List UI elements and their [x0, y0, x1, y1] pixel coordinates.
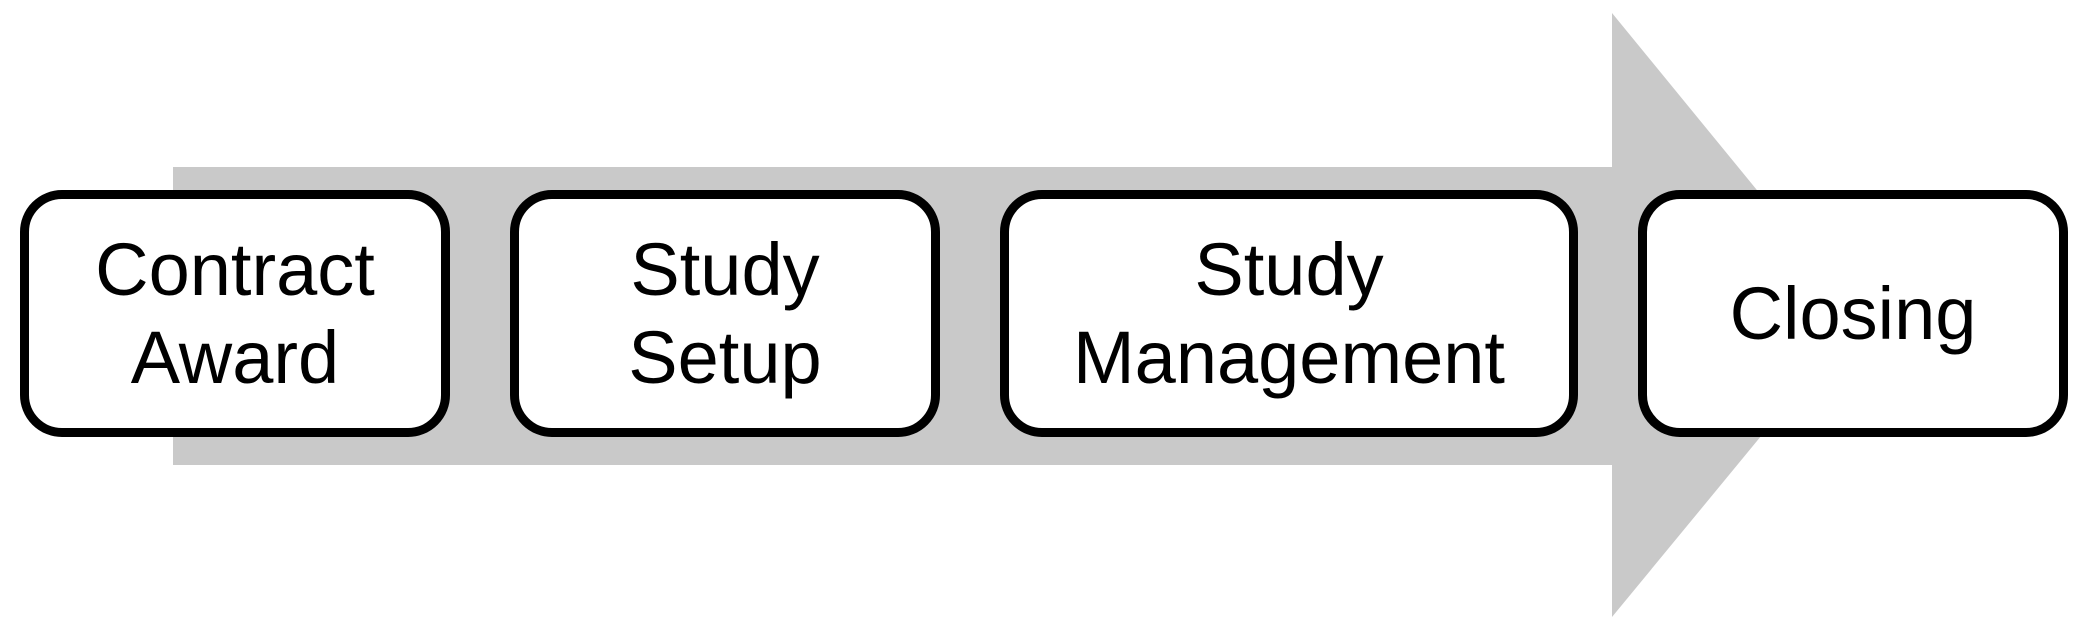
step-label-line: Study: [630, 227, 820, 311]
step-label-line: Management: [1073, 315, 1505, 399]
step-box-closing: Closing: [1638, 190, 2068, 437]
step-label-line: Study: [1194, 227, 1384, 311]
step-label-line: Setup: [628, 315, 822, 399]
step-label-line: Contract: [95, 227, 375, 311]
step-box-study-management: Study Management: [1000, 190, 1578, 437]
step-label-line: Award: [130, 315, 340, 399]
step-box-contract-award: Contract Award: [20, 190, 450, 437]
step-box-study-setup: Study Setup: [510, 190, 940, 437]
step-label-line: Closing: [1729, 271, 1977, 355]
